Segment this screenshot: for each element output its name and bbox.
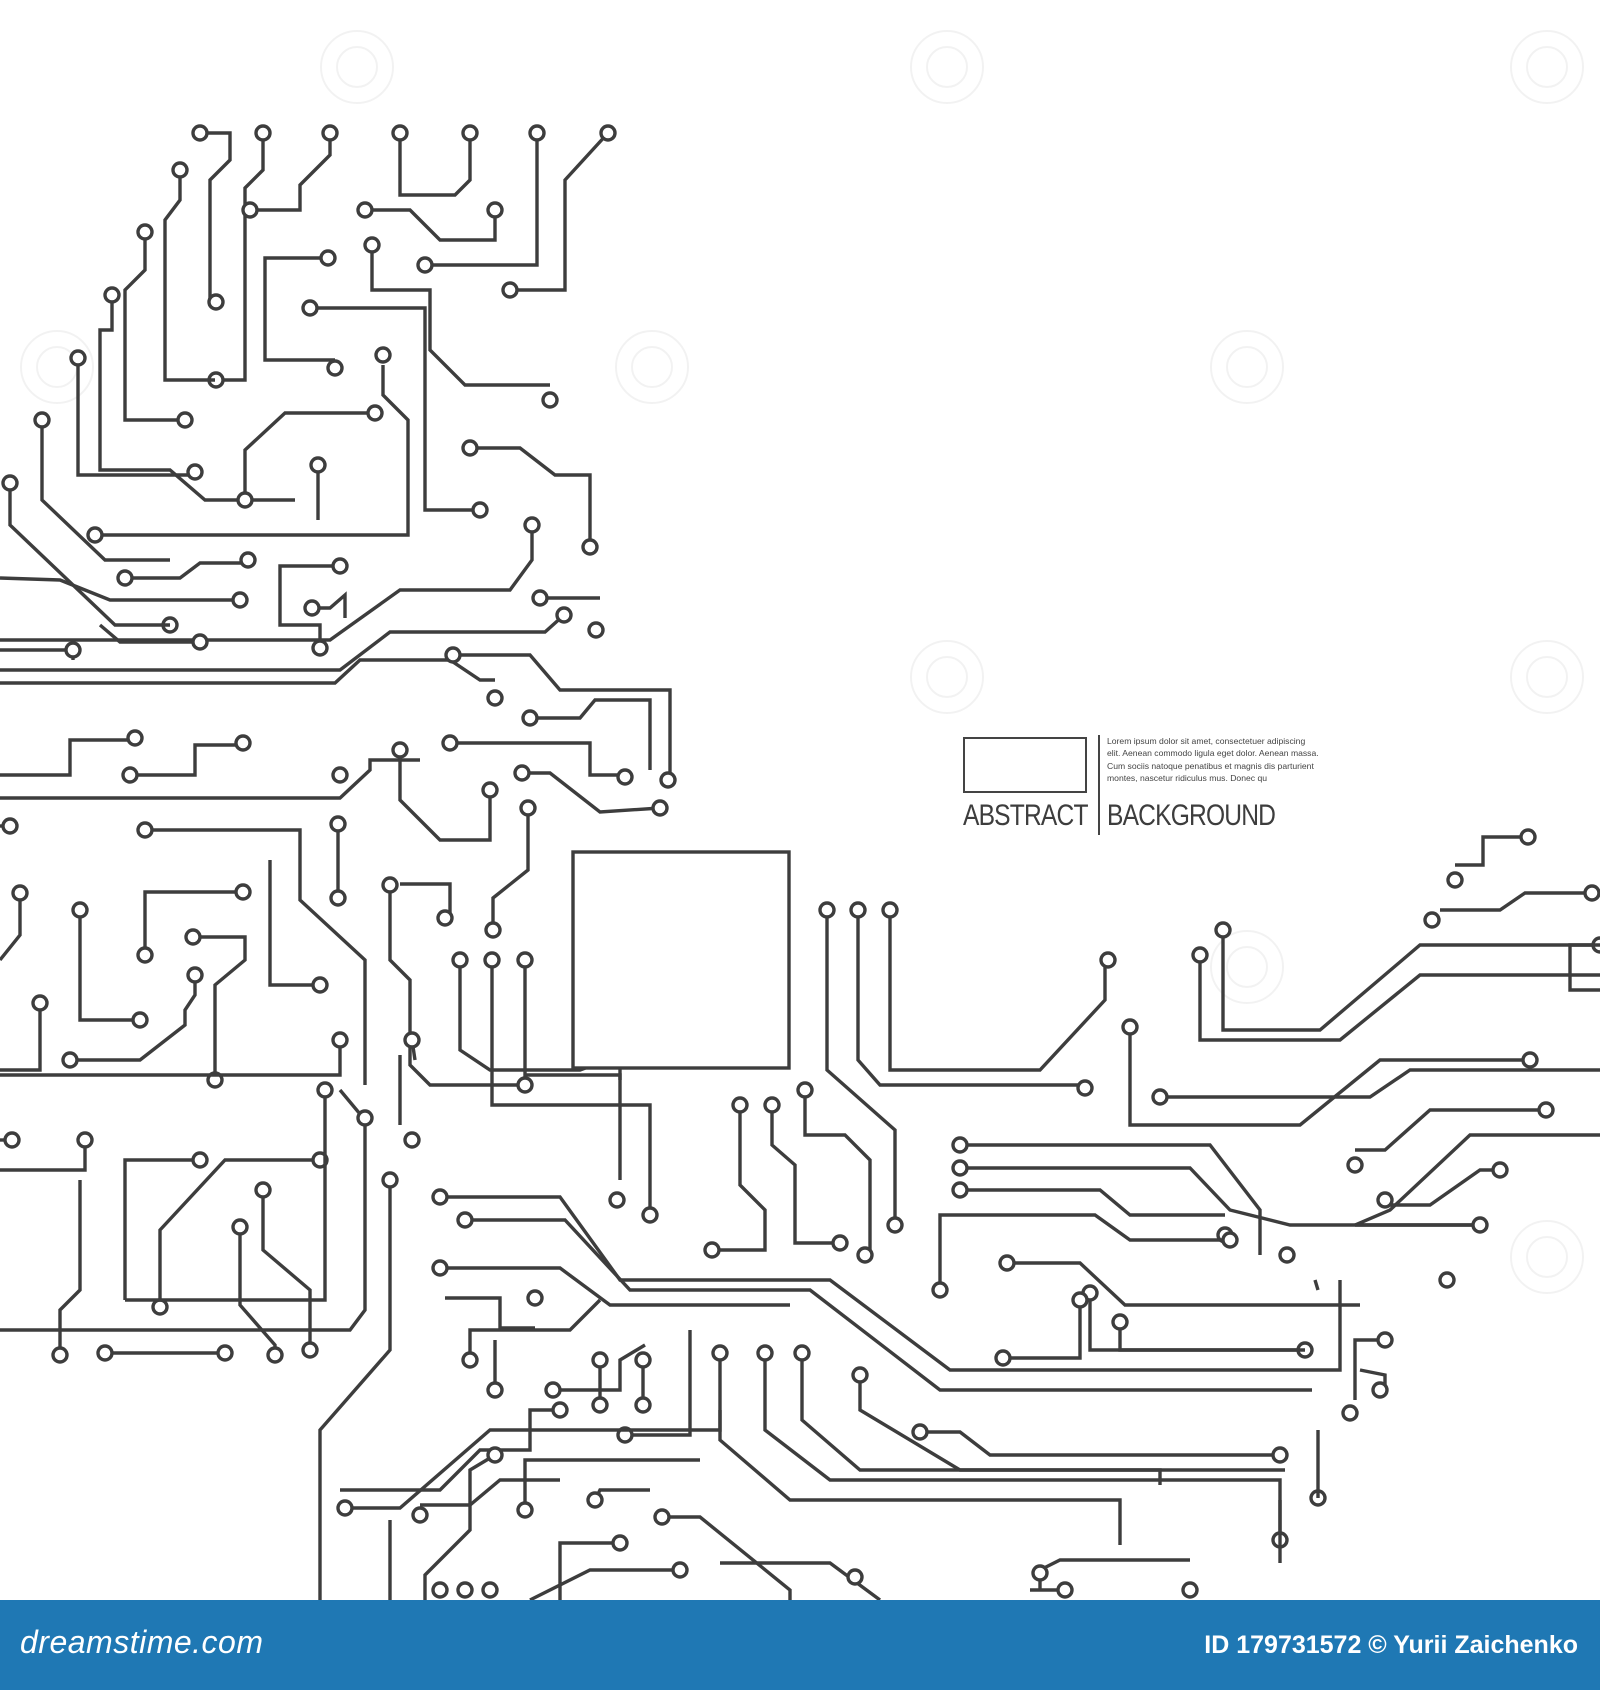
title-frame <box>963 737 1087 793</box>
title-word-background: BACKGROUND <box>1107 799 1276 832</box>
lorem-text: Lorem ipsum dolor sit amet, consectetuer… <box>1107 736 1319 784</box>
circuit-lines <box>0 124 1600 1600</box>
watermark-swirl-icon <box>615 330 689 404</box>
watermark-swirl-icon <box>910 30 984 104</box>
watermark-swirl-icon <box>1510 1220 1584 1294</box>
stock-footer-bar: dreamstime.com ID 179731572 © Yurii Zaic… <box>0 1600 1600 1690</box>
chip <box>571 850 791 1070</box>
title-divider <box>1098 735 1100 835</box>
watermark-swirl-icon <box>1510 30 1584 104</box>
stock-logo[interactable]: dreamstime.com <box>20 1624 264 1660</box>
watermark-swirl-icon <box>910 640 984 714</box>
watermark-swirl-icon <box>320 30 394 104</box>
title-word-abstract: ABSTRACT <box>963 799 1088 832</box>
image-credit: ID 179731572 © Yurii Zaichenko <box>1204 1631 1578 1659</box>
circuit-artwork: Lorem ipsum dolor sit amet, consectetuer… <box>0 30 1600 1600</box>
watermark-swirl-icon <box>1210 930 1284 1004</box>
watermark-swirl-icon <box>1210 330 1284 404</box>
watermark-swirl-icon <box>1510 640 1584 714</box>
title-block: Lorem ipsum dolor sit amet, consectetuer… <box>962 735 1322 835</box>
